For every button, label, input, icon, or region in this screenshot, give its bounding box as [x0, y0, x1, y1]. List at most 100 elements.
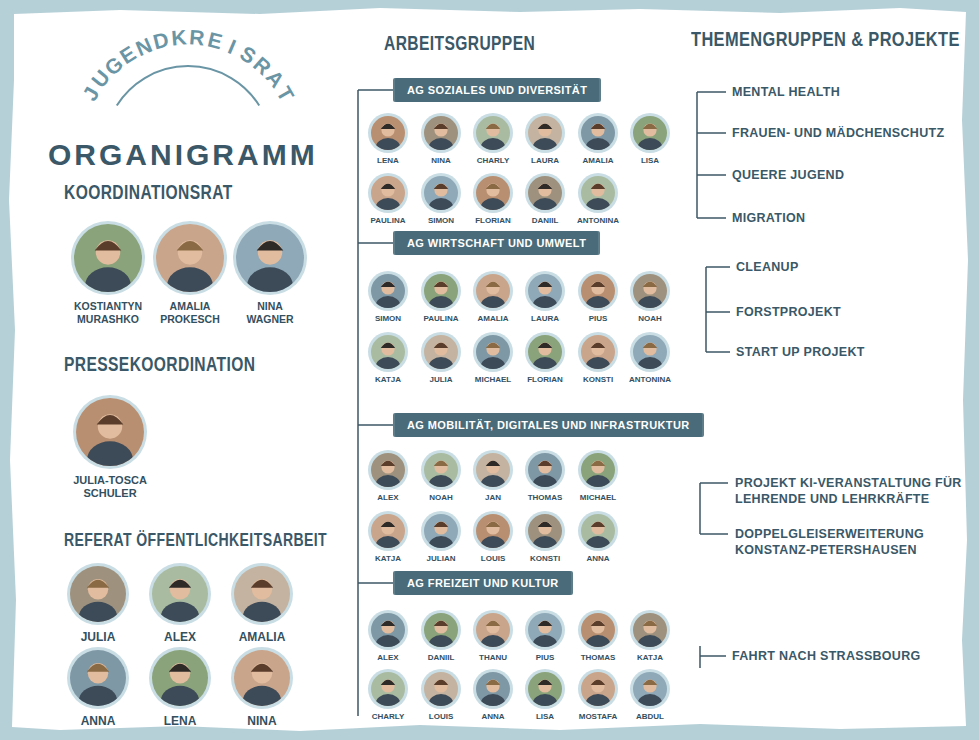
photo-circle [578, 332, 618, 372]
photo-circle [630, 113, 670, 153]
photo-circle [421, 332, 461, 372]
photo-circle [525, 173, 565, 213]
person-name: FLORIAN [471, 216, 515, 226]
photo-circle [473, 113, 513, 153]
photo-circle [233, 221, 307, 295]
person-name: DANIIL [523, 216, 567, 226]
photo-circle [421, 511, 461, 551]
person-name: ALEX [366, 653, 410, 663]
photo-circle [473, 450, 513, 490]
photo-circle [67, 647, 129, 709]
group-name: AG SOZIALES UND DIVERSITÄT [407, 78, 587, 102]
person-name: LENA [147, 714, 213, 728]
person-circle: ALEX [147, 563, 213, 644]
person-name: NOAH [419, 493, 463, 503]
person-circle: DANIIL [523, 173, 567, 226]
photo-circle [421, 271, 461, 311]
person-name: THANU [471, 653, 515, 663]
photo-circle [525, 450, 565, 490]
person-circle: KATJA [366, 332, 410, 385]
theme-item: PROJEKT KI-VERANSTALTUNG FÜR LEHRENDE UN… [735, 475, 967, 507]
photo-circle [368, 271, 408, 311]
person-circle: LENA [366, 113, 410, 166]
photo-circle [578, 450, 618, 490]
person-circle: KONSTI [523, 511, 567, 564]
section-heading: REFERAT ÖFFENTLICHKEITSARBEIT [64, 530, 327, 551]
person-circle: FLORIAN [523, 332, 567, 385]
photo-circle [368, 113, 408, 153]
photo-circle [525, 113, 565, 153]
photo-circle [473, 669, 513, 709]
group-banner: AG SOZIALES UND DIVERSITÄT [395, 78, 599, 102]
person-name: LISA [523, 712, 567, 722]
person-circle: AMALIA [576, 113, 620, 166]
person-circle: LISA [523, 669, 567, 722]
photo-circle [525, 511, 565, 551]
person-name: KATJA [366, 554, 410, 564]
person-name: ANTONINA [627, 375, 673, 385]
person-name: SIMON [366, 314, 410, 324]
group-name: AG WIRTSCHAFT UND UMWELT [407, 231, 586, 255]
person-name: ANNA [576, 554, 620, 564]
person-name: PIUS [523, 653, 567, 663]
photo-circle [421, 669, 461, 709]
person-circle: LAURA [523, 271, 567, 324]
person-name: NINA WAGNER [234, 300, 306, 325]
person-circle: NINA [419, 113, 463, 166]
person-name: AMALIA [471, 314, 515, 324]
photo-circle [421, 113, 461, 153]
person-name: JAN [471, 493, 515, 503]
person-name: AMALIA [576, 156, 620, 166]
theme-item: FORSTPROJEKT [736, 304, 841, 320]
person-circle: LENA [147, 647, 213, 728]
person-name: LISA [628, 156, 672, 166]
photo-circle [630, 669, 670, 709]
theme-item: QUEERE JUGEND [732, 167, 844, 183]
person-circle: KOSTIANTYN MURASHKO [69, 221, 147, 325]
group-banner: AG WIRTSCHAFT UND UMWELT [395, 231, 598, 255]
photo-circle [149, 563, 211, 625]
theme-item: FAHRT NACH STRASSBOURG [732, 648, 921, 664]
paper [9, 8, 968, 731]
person-name: ABDUL [628, 712, 672, 722]
section-heading: KOORDINATIONSRAT [64, 181, 233, 204]
photo-circle [368, 173, 408, 213]
person-name: LOUIS [471, 554, 515, 564]
person-circle: LOUIS [471, 511, 515, 564]
theme-item: MENTAL HEALTH [732, 84, 840, 100]
person-name: MOSTAFA [576, 712, 620, 722]
person-circle: AMALIA [471, 271, 515, 324]
photo-circle [149, 647, 211, 709]
section-heading: PRESSEKOORDINATION [64, 353, 255, 376]
person-name: NINA [419, 156, 463, 166]
photo-circle [368, 669, 408, 709]
person-circle: ALEX [366, 610, 410, 663]
person-name: NOAH [628, 314, 672, 324]
person-name: ALEX [366, 493, 410, 503]
logo-arc [117, 66, 259, 105]
photo-circle [231, 647, 293, 709]
person-circle: KATJA [628, 610, 672, 663]
person-name: KATJA [628, 653, 672, 663]
photo-circle [578, 271, 618, 311]
person-name: LENA [366, 156, 410, 166]
person-name: KOSTIANTYN MURASHKO [72, 300, 144, 325]
person-circle: FLORIAN [471, 173, 515, 226]
photo-circle [71, 221, 145, 295]
person-circle: AMALIA [229, 563, 295, 644]
group-name: AG MOBILITÄT, DIGITALES UND INFRASTRUKTU… [407, 413, 690, 437]
person-circle: ALEX [366, 450, 410, 503]
person-name: AMALIA [229, 630, 295, 644]
theme-brackets [697, 92, 730, 668]
photo-circle [421, 450, 461, 490]
photo-circle [578, 669, 618, 709]
photo-circle [473, 271, 513, 311]
person-name: JULIA [65, 630, 131, 644]
theme-item: CLEANUP [736, 259, 799, 275]
photo-circle [473, 610, 513, 650]
photo-circle [578, 610, 618, 650]
person-name: DANIIL [419, 653, 463, 663]
photo-circle [153, 221, 227, 295]
person-circle: ANNA [471, 669, 515, 722]
